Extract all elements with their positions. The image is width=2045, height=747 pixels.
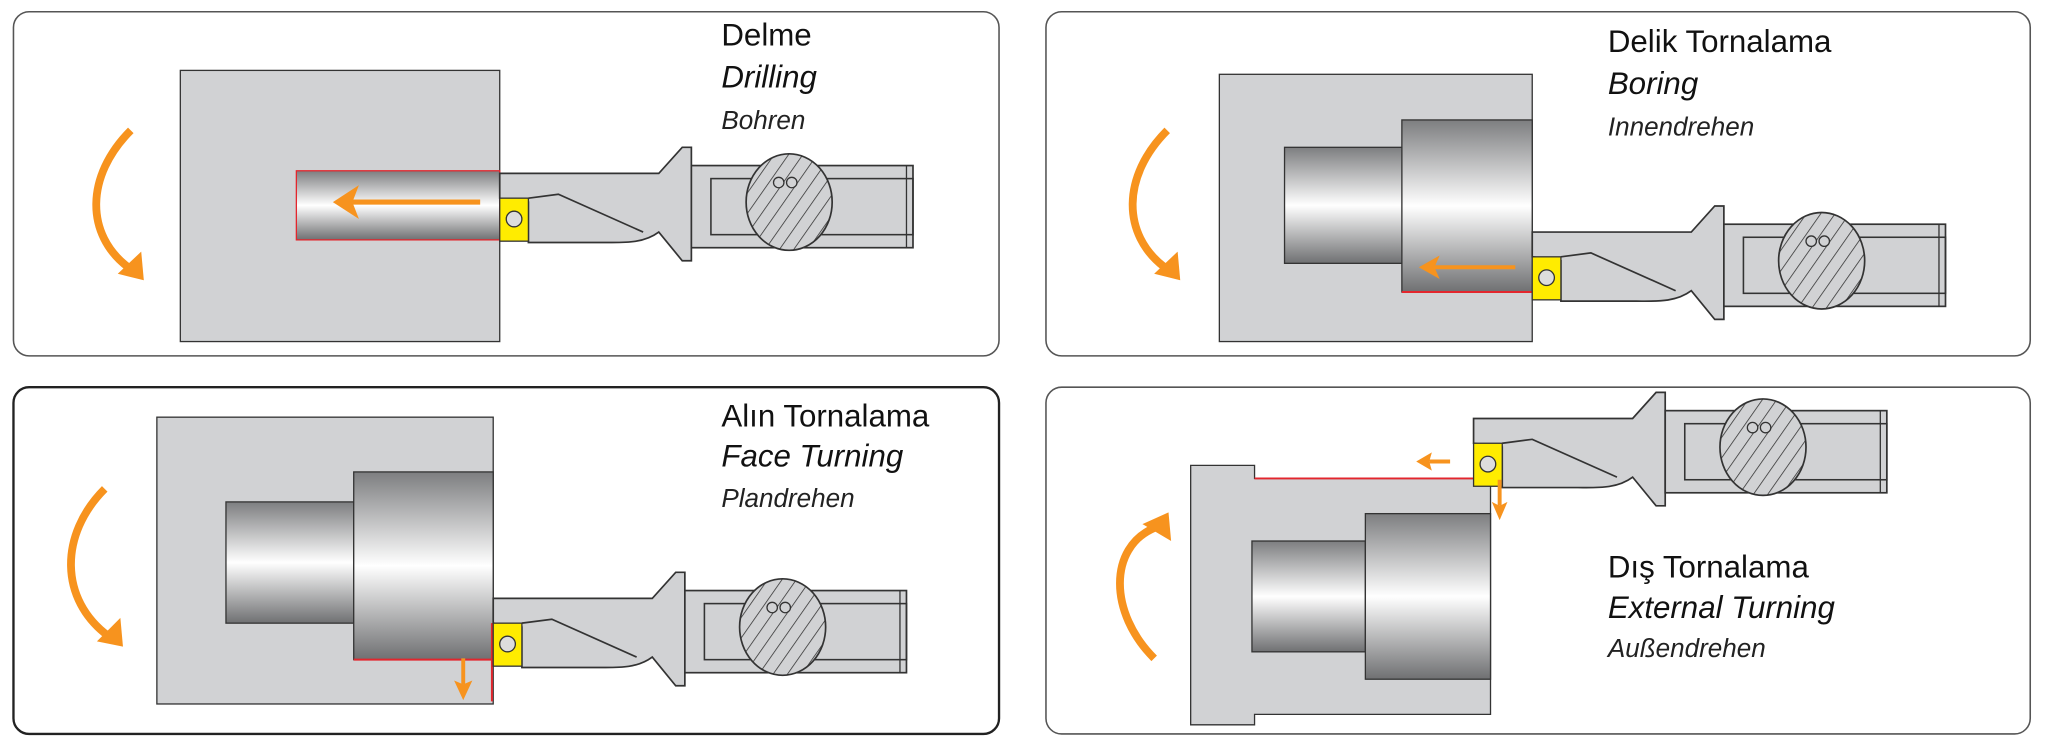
rotation-arrow-icon	[67, 486, 123, 647]
cylinder-small	[1251, 540, 1367, 653]
drilled-hole	[295, 170, 501, 241]
rotation-arrow-icon	[1116, 512, 1172, 662]
panel-face-turning: Alın Tornalama Face Turning Plandrehen	[12, 386, 1001, 736]
rotation-arrow-icon	[92, 127, 144, 281]
feed-arrow-down-icon	[454, 658, 473, 701]
panel-drilling: Delme Drilling Bohren	[12, 10, 1000, 357]
panel-boring: Delik Tornalama Boring Innendrehen	[1045, 10, 2032, 357]
title-de: Innendrehen	[1608, 112, 1754, 142]
cylinder-large	[1364, 512, 1492, 680]
title-en: Boring	[1608, 66, 1699, 101]
title-tr: Alın Tornalama	[721, 398, 930, 433]
feed-arrow-left-icon	[332, 185, 481, 220]
title-de: Plandrehen	[721, 483, 854, 513]
feed-arrow-left-icon	[1418, 255, 1516, 279]
panel-external-turning: Dış Tornalama External Turning Außendreh…	[1045, 386, 2032, 735]
title-en: Drilling	[721, 59, 817, 94]
cylinder-small	[225, 501, 355, 624]
title-tr: Delik Tornalama	[1608, 24, 1832, 59]
rotation-arrow-icon	[1128, 127, 1181, 281]
feed-arrow-left-icon	[1416, 452, 1451, 471]
title-tr: Dış Tornalama	[1608, 550, 1810, 585]
bore-large	[1401, 119, 1533, 293]
title-tr: Delme	[721, 18, 811, 53]
feed-arrow-down-icon	[1491, 479, 1508, 521]
title-en: Face Turning	[721, 439, 903, 474]
title-en: External Turning	[1608, 590, 1836, 625]
title-de: Bohren	[721, 105, 805, 135]
bore-small	[1283, 146, 1403, 264]
title-de: Außendrehen	[1606, 633, 1766, 663]
cylinder-large	[353, 471, 494, 661]
cut-edge	[353, 623, 494, 702]
